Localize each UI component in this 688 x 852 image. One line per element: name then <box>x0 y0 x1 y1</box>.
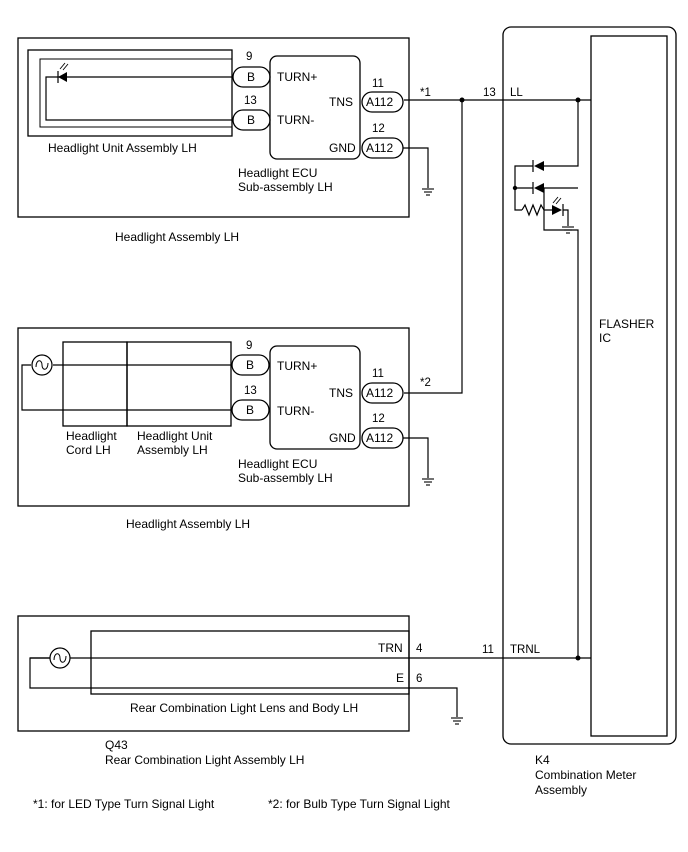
pin-number-tns-bulb: 11 <box>372 368 384 380</box>
rear-trn-number: 4 <box>416 643 423 655</box>
connector-b-turn-plus-led-label: B <box>247 70 255 84</box>
headlight-led-diode <box>58 72 67 82</box>
headlight-led-ecu-label-2: Sub-assembly LH <box>238 180 333 194</box>
wire-tns-link <box>404 100 463 394</box>
wire-led-unit-loop <box>45 76 232 121</box>
headlight-bulb-assembly-label: Headlight Assembly LH <box>126 517 250 531</box>
rear-light-assembly-label: Rear Combination Light Assembly LH <box>105 753 304 767</box>
ecu-bulb-turn-plus: TURN+ <box>277 359 317 373</box>
headlight-unit-box <box>126 341 232 427</box>
connector-a112-tns-led <box>361 91 404 113</box>
wire-gnd-led <box>403 147 429 188</box>
headlight-led-unit-inner-box <box>39 58 233 128</box>
connector-b-turn-minus-bulb <box>231 399 270 421</box>
wire-meter-internal-1 <box>544 100 579 167</box>
headlight-bulb-ecu-label-1: Headlight ECU <box>238 457 317 471</box>
pin-number-turn-minus-led: 13 <box>244 95 257 107</box>
rear-trn-name: TRN <box>378 641 403 655</box>
headlight-led-assembly-box <box>17 37 410 218</box>
headlight-bulb-ecu-box <box>269 345 361 450</box>
headlight-cord-box <box>62 341 128 427</box>
ecu-led-turn-plus: TURN+ <box>277 70 317 84</box>
wire-gnd-bulb <box>403 437 429 478</box>
headlight-led-ecu-label-1: Headlight ECU <box>238 166 317 180</box>
ecu-led-turn-minus: TURN- <box>277 113 314 127</box>
connector-a112-gnd-led-label: A112 <box>366 141 393 155</box>
headlight-bulb-ecu-label-2: Sub-assembly LH <box>238 471 333 485</box>
connector-b-turn-plus-bulb <box>231 354 270 376</box>
indicator-led <box>552 205 562 215</box>
ground-bulb-icon <box>422 478 434 486</box>
resistor <box>521 203 552 217</box>
headlight-led-unit-box <box>27 49 233 137</box>
ecu-bulb-tns: TNS <box>329 386 353 400</box>
headlight-bulb-assembly-box <box>17 327 410 507</box>
pin-number-turn-minus-bulb: 13 <box>244 385 257 397</box>
ground-led-icon <box>422 188 434 196</box>
ecu-bulb-turn-minus: TURN- <box>277 404 314 418</box>
ecu-led-gnd: GND <box>329 141 356 155</box>
headlight-led-assembly-label: Headlight Assembly LH <box>115 230 239 244</box>
headlight-cord-label-2: Cord LH <box>66 443 111 457</box>
meter-label-2: Assembly <box>535 783 587 797</box>
headlight-led-light-icon <box>59 62 69 71</box>
diode-2 <box>534 183 544 193</box>
footnote-1: *1: for LED Type Turn Signal Light <box>33 797 215 811</box>
junction-meter-internal <box>512 185 518 191</box>
ll-pin-number: 13 <box>483 87 496 99</box>
flasher-ic-label-1: FLASHER <box>599 317 655 331</box>
connector-a112-tns-bulb-label: A112 <box>366 386 393 400</box>
bulb-icon <box>31 354 53 376</box>
junction-trnl-meter <box>575 655 581 661</box>
pin-number-turn-plus-bulb: 9 <box>246 340 252 352</box>
pin-number-tns-led: 11 <box>372 78 384 90</box>
diode-1 <box>534 161 544 171</box>
flasher-ic-label-2: IC <box>599 331 611 345</box>
rear-light-lens-box <box>90 630 410 695</box>
led-light-arrows-icon <box>552 196 562 205</box>
flasher-ic-box <box>590 35 668 737</box>
note-mark-bulb: *2 <box>420 377 431 389</box>
ecu-bulb-gnd: GND <box>329 431 356 445</box>
wire-meter-ground <box>563 209 569 226</box>
rear-light-code: Q43 <box>105 738 128 752</box>
trnl-pin-number: 11 <box>482 644 494 656</box>
wire-bulb-unit-return <box>21 364 231 411</box>
pin-number-turn-plus-led: 9 <box>246 51 252 63</box>
pin-number-gnd-bulb: 12 <box>372 413 385 425</box>
rear-e-number: 6 <box>416 673 422 685</box>
trnl-pin-name: TRNL <box>510 644 541 656</box>
footnote-2: *2: for Bulb Type Turn Signal Light <box>268 797 451 811</box>
ecu-led-tns: TNS <box>329 95 353 109</box>
connector-b-turn-minus-bulb-label: B <box>246 403 254 417</box>
connector-a112-tns-led-label: A112 <box>366 95 393 109</box>
meter-label-1: Combination Meter <box>535 768 636 782</box>
rear-e-name: E <box>396 671 404 685</box>
headlight-cord-label-1: Headlight <box>66 429 117 443</box>
rear-lens-label: Rear Combination Light Lens and Body LH <box>130 701 358 715</box>
rear-ground-icon <box>451 717 463 725</box>
headlight-led-ecu-box <box>269 55 361 160</box>
pin-number-gnd-led: 12 <box>372 123 385 135</box>
headlight-unit-label-1: Headlight Unit <box>137 429 213 443</box>
meter-code: K4 <box>535 753 550 767</box>
headlight-led-unit-label: Headlight Unit Assembly LH <box>48 141 197 155</box>
wire-meter-internal-5 <box>543 188 579 658</box>
ll-pin-name: LL <box>510 87 523 99</box>
junction-tns-link <box>459 97 465 103</box>
connector-b-turn-minus-led-label: B <box>247 113 255 127</box>
combination-meter-outline <box>502 26 677 745</box>
rear-bulb-icon <box>49 647 71 669</box>
connector-a112-gnd-bulb-label: A112 <box>366 431 393 445</box>
wire-rear-e <box>29 657 458 717</box>
connector-b-turn-plus-bulb-label: B <box>246 358 254 372</box>
headlight-unit-label-2: Assembly LH <box>137 443 208 457</box>
connector-a112-tns-bulb <box>361 382 404 404</box>
note-mark-led: *1 <box>420 87 431 99</box>
